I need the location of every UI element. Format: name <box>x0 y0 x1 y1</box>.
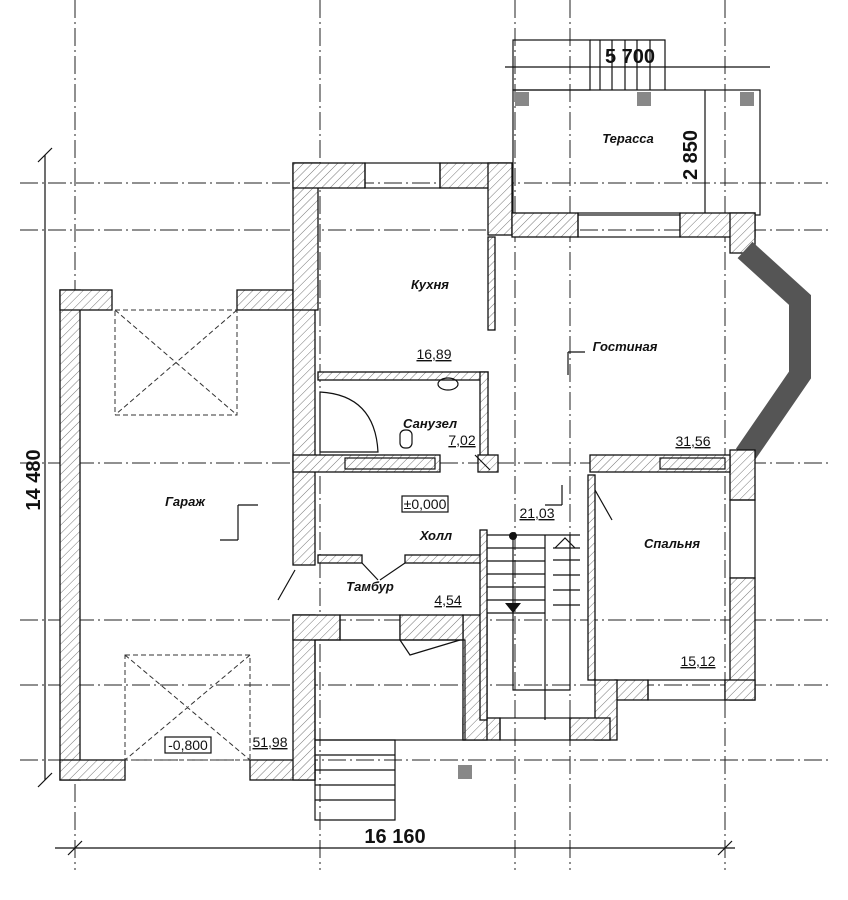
room-area-bathroom: 7,02 <box>448 432 475 448</box>
column-icon <box>740 92 754 106</box>
total-width-dimension: 16 160 <box>364 826 425 848</box>
room-area-garage: 51,98 <box>252 734 287 750</box>
garage-level-mark: -0,800 <box>168 737 208 753</box>
staircase <box>487 534 580 720</box>
column-icon <box>515 92 529 106</box>
bathtub-icon <box>319 391 379 453</box>
terrace-depth-dimension: 2 850 <box>680 130 702 180</box>
room-name-vestibule: Тамбур <box>346 579 394 594</box>
room-area-hall: 21,03 <box>519 505 554 521</box>
room-name-bathroom: Санузел <box>403 416 457 431</box>
fixtures <box>114 309 613 821</box>
stair-arrow-icon <box>505 603 521 613</box>
column-icon <box>637 92 651 106</box>
sink-icon <box>437 377 459 391</box>
room-area-kitchen: 16,89 <box>416 346 451 362</box>
floor-level-mark: ±0,000 <box>404 496 447 512</box>
room-name-bedroom: Спальня <box>644 536 700 551</box>
room-area-living: 31,56 <box>675 433 710 449</box>
room-name-terrace: Терасса <box>602 131 654 146</box>
stair-up-arrow-icon <box>554 537 576 549</box>
room-name-kitchen: Кухня <box>411 277 449 292</box>
room-area-vestibule: 4,54 <box>434 592 461 608</box>
terrace-width-dimension: 5 700 <box>605 46 655 68</box>
toilet-icon <box>399 429 413 449</box>
total-height-dimension: 14 480 <box>23 449 45 510</box>
terrace <box>512 39 761 216</box>
column-icon <box>458 765 472 779</box>
dimension-lines <box>37 66 770 856</box>
walls <box>59 162 811 781</box>
room-area-bedroom: 15,12 <box>680 653 715 669</box>
room-name-hall: Холл <box>419 528 452 543</box>
room-name-garage: Гараж <box>165 494 206 509</box>
labels: 5 700 2 850 14 480 16 160 Терасса Кухня … <box>23 46 716 848</box>
room-name-living: Гостиная <box>593 339 658 354</box>
